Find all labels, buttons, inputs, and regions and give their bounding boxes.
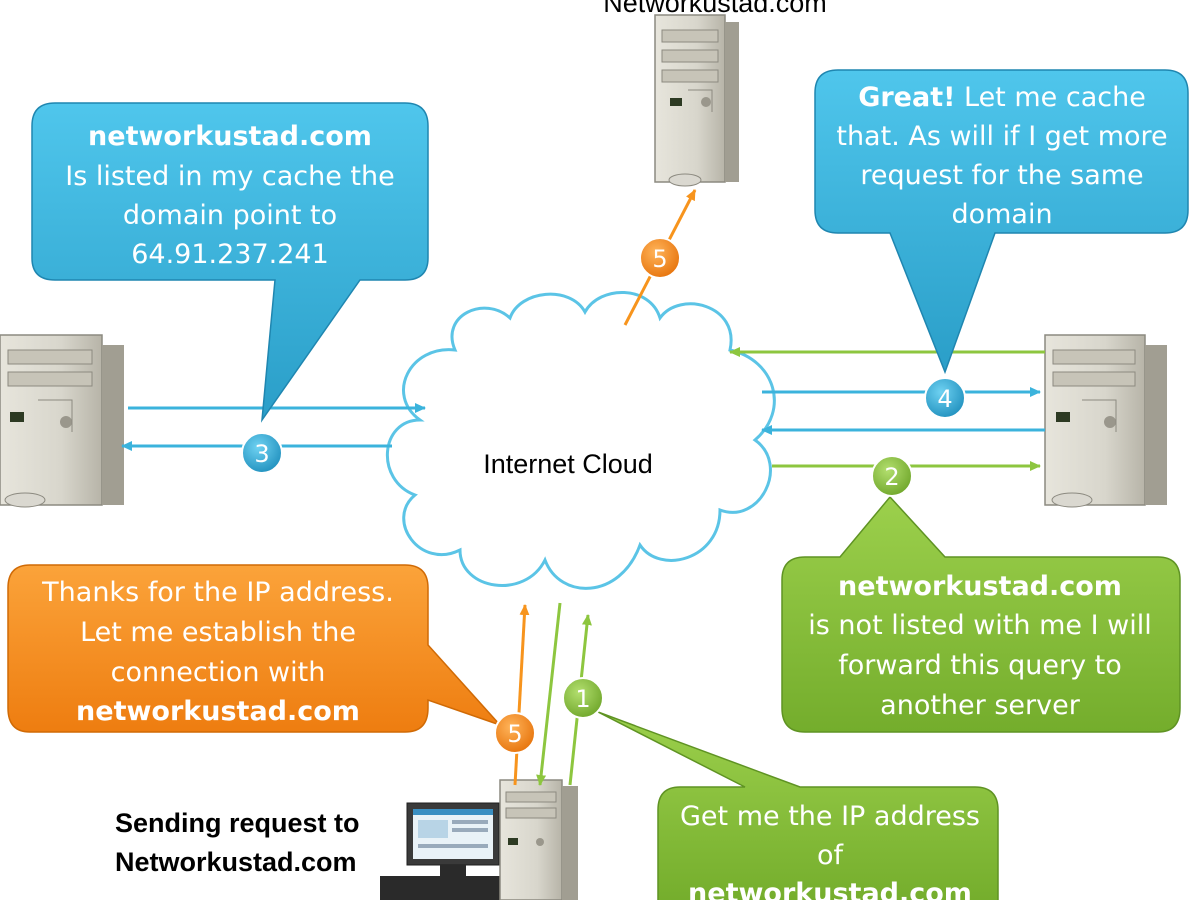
top-server-label: Networkustad.com: [603, 0, 827, 18]
great-callout-line3: request for the same: [860, 160, 1143, 191]
cloud-label: Internet Cloud: [483, 449, 653, 479]
svg-text:4: 4: [937, 385, 952, 413]
getip-callout-line2: of: [817, 840, 845, 871]
right-server-icon: [1044, 334, 1167, 508]
callout-getip: Get me the IP address of networkustad.co…: [597, 711, 999, 900]
svg-text:5: 5: [507, 720, 522, 748]
client-computer-icon: [380, 779, 578, 900]
step-badge-4: 4: [924, 377, 966, 419]
great-callout-line4: domain: [951, 199, 1052, 230]
cache-callout-line2: Is listed in my cache the: [65, 161, 395, 192]
arrow-client-to-cloud-orange: [513, 604, 530, 786]
svg-text:5: 5: [652, 245, 667, 273]
cache-callout-line3: domain point to: [123, 200, 337, 231]
top-server-icon: [654, 14, 739, 187]
arrow-cloud-to-client-green: [536, 602, 562, 786]
thanks-callout-line4: networkustad.com: [76, 696, 360, 727]
callout-great: Great! Let me cache that. As will if I g…: [814, 69, 1189, 375]
great-callout-line1: Great! Let me cache: [858, 82, 1146, 113]
svg-text:1: 1: [575, 685, 590, 713]
forward-callout-line2: is not listed with me I will: [808, 610, 1151, 641]
step-badge-5-bottom: 5: [494, 712, 536, 754]
callout-thanks: Thanks for the IP address. Let me establ…: [7, 564, 501, 733]
great-callout-bold: Great!: [858, 82, 955, 113]
forward-callout-line3: forward this query to: [838, 650, 1122, 681]
svg-text:3: 3: [254, 440, 269, 468]
getip-callout-line3: networkustad.com: [688, 878, 972, 900]
svg-text:2: 2: [884, 463, 899, 491]
thanks-callout-line3: connection with: [111, 657, 326, 688]
great-callout-line1-rest: Let me cache: [955, 82, 1145, 113]
cache-callout-line4: 64.91.237.241: [131, 239, 329, 270]
client-label-line1: Sending request to: [115, 808, 360, 838]
step-badge-5-top: 5: [639, 237, 681, 279]
step-badge-2: 2: [871, 455, 913, 497]
cache-callout-line1: networkustad.com: [88, 121, 372, 152]
getip-callout-line1: Get me the IP address: [680, 801, 980, 832]
callout-cache: networkustad.com Is listed in my cache t…: [31, 102, 429, 423]
great-callout-line2: that. As will if I get more: [836, 121, 1167, 152]
callout-forward: networkustad.com is not listed with me I…: [781, 495, 1181, 733]
client-label-line2: Networkustad.com: [115, 847, 357, 877]
thanks-callout-line2: Let me establish the: [80, 617, 356, 648]
step-badge-3: 3: [241, 432, 283, 474]
forward-callout-line4: another server: [880, 690, 1081, 721]
internet-cloud: Internet Cloud: [386, 290, 776, 590]
left-server-icon: [0, 334, 124, 508]
step-badge-1: 1: [562, 677, 604, 719]
thanks-callout-line1: Thanks for the IP address.: [41, 577, 394, 608]
forward-callout-line1: networkustad.com: [838, 571, 1122, 602]
